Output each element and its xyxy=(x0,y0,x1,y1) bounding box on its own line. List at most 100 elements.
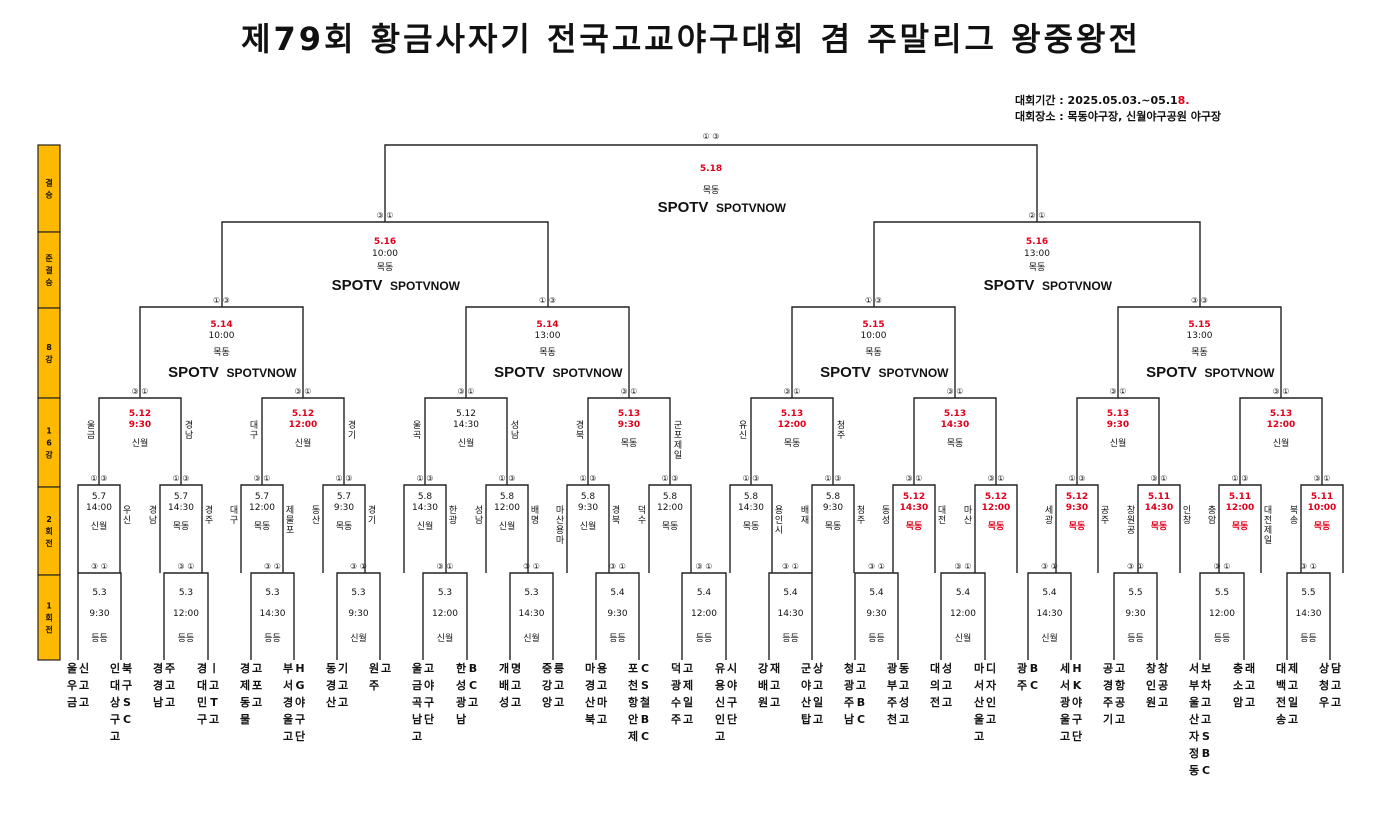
team-name-char: 민 xyxy=(197,695,207,709)
r2-left-team-char: 암 xyxy=(1208,514,1216,526)
r1-match-date: 5.3 xyxy=(524,588,538,598)
r1-match-date: 5.5 xyxy=(1128,588,1142,598)
stage-label: 전 xyxy=(45,538,52,548)
r1-seed-marks: ③ ① xyxy=(1041,562,1058,571)
r2-match-time: 14:00 xyxy=(86,503,112,513)
team-name-char: 제 xyxy=(683,678,693,692)
team-name-char: 주 xyxy=(1017,679,1027,692)
team-name-char: 소 xyxy=(1233,679,1243,692)
spotv-logo: SPOTV xyxy=(168,364,219,381)
tournament-period: 대회기간 : 2025.05.03.~05.18. xyxy=(1015,94,1190,107)
team-name-char: 고 xyxy=(511,696,521,709)
r2-left-team-char: 동 xyxy=(312,505,320,516)
r2-left-team-char: 산 xyxy=(312,515,320,526)
team-name-char: 자 xyxy=(1189,729,1200,743)
team-name-char: 차 xyxy=(1201,678,1212,692)
team-name-char: 담 xyxy=(1331,661,1341,675)
r2-match-date: 5.7 xyxy=(337,492,351,502)
r16-right-team-char: 성 xyxy=(511,420,519,431)
r2-left-team-char: 마 xyxy=(556,505,565,516)
team-name-char: 디 xyxy=(986,661,996,675)
team-name-char: 인 xyxy=(715,712,725,726)
team-name-char: 동 xyxy=(1189,764,1199,777)
r1-match-time: 14:30 xyxy=(1296,609,1322,619)
team-name-char: C xyxy=(469,679,477,692)
team-name-char: 고 xyxy=(554,679,564,692)
r2-right-team-char: 포 xyxy=(286,526,294,536)
r1-bracket-line xyxy=(1113,572,1158,660)
team-name-char: 신 xyxy=(715,695,725,709)
r1-match-time: 14:30 xyxy=(1037,609,1063,619)
r2-right-team-char: 배 xyxy=(531,505,539,516)
r2-right-team-char: 물 xyxy=(286,515,294,526)
final-match-venue: 목동 xyxy=(703,185,720,196)
team-name-char: 울 xyxy=(67,662,77,675)
r2-left-team-char: 충 xyxy=(1208,505,1216,516)
r1-match-time: 14:30 xyxy=(519,609,545,619)
r1-seed-marks: ③ ① xyxy=(437,562,454,571)
team-name-char: 주 xyxy=(844,696,854,709)
r16-match-date: 5.13 xyxy=(1270,409,1292,419)
r1-match-date: 5.4 xyxy=(1042,588,1057,598)
team-name-char: 고 xyxy=(338,679,348,692)
r2-match-time: 12:00 xyxy=(249,503,275,513)
r2-left-team-char: 덕 xyxy=(638,505,646,516)
team-name-char: 고 xyxy=(1288,713,1298,726)
team-name-char: 용 xyxy=(715,679,725,692)
r2-left-team-char: 북 xyxy=(1290,505,1298,516)
team-name-char: 광 xyxy=(456,696,466,709)
team-name-char: 울 xyxy=(1060,713,1070,726)
team-name-char: 청 xyxy=(1319,678,1329,692)
team-name-char: S xyxy=(641,679,649,692)
r1-match-date: 5.4 xyxy=(610,588,625,598)
team-name-char: 야 xyxy=(801,678,811,692)
r2-match-time: 12:00 xyxy=(982,503,1011,513)
r16-right-team-char: 경 xyxy=(185,419,193,431)
team-name-char: 천 xyxy=(887,712,897,726)
team-name-char: 항 xyxy=(628,695,638,709)
r2-match-date: 5.7 xyxy=(174,492,188,502)
team-name-char: 철 xyxy=(640,695,650,709)
team-name-char: 대 xyxy=(197,678,207,692)
r2-match-venue: 목동 xyxy=(906,521,923,532)
r2-left-team-char: 마 xyxy=(964,505,973,516)
team-name-char: 고 xyxy=(856,662,866,675)
team-name-char: 고 xyxy=(79,696,89,709)
qf-match-time: 13:00 xyxy=(1187,331,1213,341)
r16-match-date: 5.12 xyxy=(129,409,151,419)
r1-bracket-line xyxy=(509,572,554,660)
r2-match-venue: 목동 xyxy=(743,521,760,532)
r16-match-time: 9:30 xyxy=(618,420,640,430)
team-name-char: 고 xyxy=(1060,730,1070,743)
r16-match-venue: 신월 xyxy=(1273,437,1290,449)
r1-bracket-line xyxy=(768,572,813,660)
team-name-char: C xyxy=(123,713,131,726)
team-name-char: 포 xyxy=(628,662,638,675)
r2-left-team-char: 용 xyxy=(556,525,564,536)
team-name-char: 인 xyxy=(986,695,996,709)
r16-right-team-char: 청 xyxy=(837,420,845,431)
team-name-char: 상 xyxy=(813,661,823,675)
r2-match-venue: 신월 xyxy=(91,520,108,532)
stage-label: 결 xyxy=(45,265,52,275)
r2-match-date: 5.11 xyxy=(1229,492,1251,502)
r2-match-venue: 목동 xyxy=(1069,521,1086,532)
r2-left-team-char: 남 xyxy=(475,515,483,526)
sf-match-date: 5.16 xyxy=(374,237,396,247)
r1-bracket-line xyxy=(163,572,209,660)
team-name-char: S xyxy=(123,696,131,709)
r16-match-time: 14:30 xyxy=(453,420,479,430)
r16-match-venue: 목동 xyxy=(947,438,964,449)
r16-left-team-char: 금 xyxy=(87,430,95,441)
stage-label: 준 xyxy=(45,254,53,263)
r2-match-time: 9:30 xyxy=(334,503,354,513)
team-name-char: 고 xyxy=(283,730,293,743)
team-name-char: 주 xyxy=(369,679,379,692)
team-name-char: 창 xyxy=(1158,661,1168,675)
r2-right-team-char: 신 xyxy=(123,515,131,526)
team-name-char: 산 xyxy=(585,695,595,709)
r2-match-time: 9:30 xyxy=(1066,503,1088,513)
r1-seed-marks: ③ ① xyxy=(1300,562,1317,571)
team-name-char: 고 xyxy=(899,713,909,726)
r2-left-team-char: 수 xyxy=(638,515,646,526)
